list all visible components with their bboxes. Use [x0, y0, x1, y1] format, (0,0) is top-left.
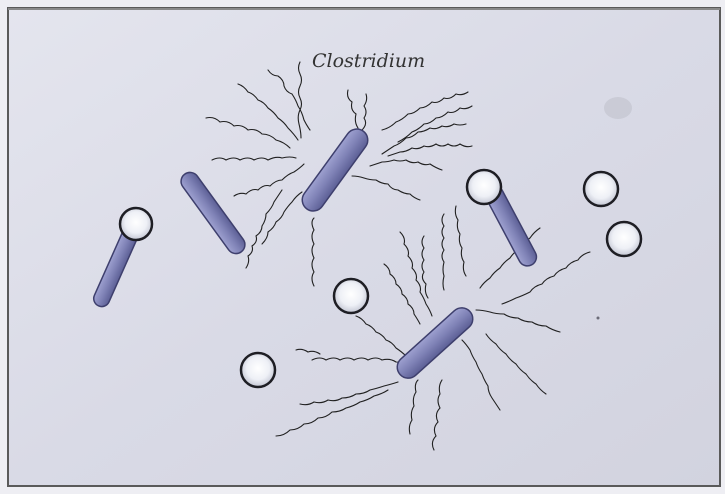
speck — [597, 317, 600, 320]
spore-free-4 — [241, 353, 275, 387]
smudge-mark — [604, 97, 632, 119]
spore-terminal-left — [120, 208, 152, 240]
spore-free-2 — [607, 222, 641, 256]
spore-free-3 — [334, 279, 368, 313]
figure-title: Clostridium — [312, 50, 425, 72]
spore-terminal-right — [467, 170, 501, 204]
spore-free-1 — [584, 172, 618, 206]
